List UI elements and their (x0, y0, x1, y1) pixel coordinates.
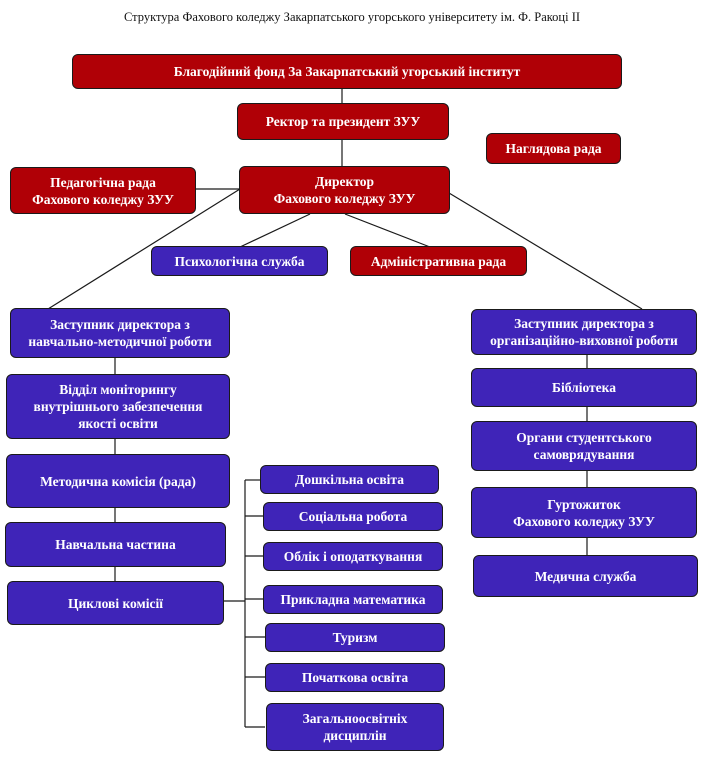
node-methodical-commission: Методична комісія (рада) (6, 454, 230, 508)
node-rector: Ректор та президент ЗУУ (237, 103, 449, 140)
node-pedagogical-council: Педагогічна рада Фахового коледжу ЗУУ (10, 167, 196, 214)
node-foundation: Благодійний фонд За Закарпатський угорсь… (72, 54, 622, 89)
node-dormitory: Гуртожиток Фахового коледжу ЗУУ (471, 487, 697, 538)
connector-director-deputy-educational (448, 192, 643, 310)
node-supervisory-board: Наглядова рада (486, 133, 621, 164)
node-quality-monitoring: Відділ моніторингу внутрішнього забезпеч… (6, 374, 230, 439)
connector-director-admin (344, 213, 431, 248)
node-cycle-commissions: Циклові комісії (7, 581, 224, 625)
commission-social-work: Соціальна робота (263, 502, 443, 531)
node-psych-service: Психологічна служба (151, 246, 328, 276)
commission-applied-math: Прикладна математика (263, 585, 443, 614)
commission-preschool: Дошкільна освіта (260, 465, 439, 494)
node-deputy-educational: Заступник директора з організаційно-вихо… (471, 309, 697, 355)
commission-primary-education: Початкова освіта (265, 663, 445, 692)
chart-title: Структура Фахового коледжу Закарпатськог… (123, 10, 581, 24)
node-medical-service: Медична служба (473, 555, 698, 597)
node-library: Бібліотека (471, 368, 697, 407)
commission-general-disciplines: Загальноосвітніх дисциплін (266, 703, 444, 751)
connector-director-deputy-academic (47, 188, 241, 310)
node-academic-office: Навчальна частина (5, 522, 226, 567)
node-admin-council: Адміністративна рада (350, 246, 527, 276)
node-director: Директор Фахового коледжу ЗУУ (239, 166, 450, 214)
commission-accounting: Облік і оподаткування (263, 542, 443, 571)
node-student-government: Органи студентського самоврядування (471, 421, 697, 471)
commission-tourism: Туризм (265, 623, 445, 652)
node-deputy-academic: Заступник директора з навчально-методичн… (10, 308, 230, 358)
connector-director-psych (239, 213, 311, 248)
